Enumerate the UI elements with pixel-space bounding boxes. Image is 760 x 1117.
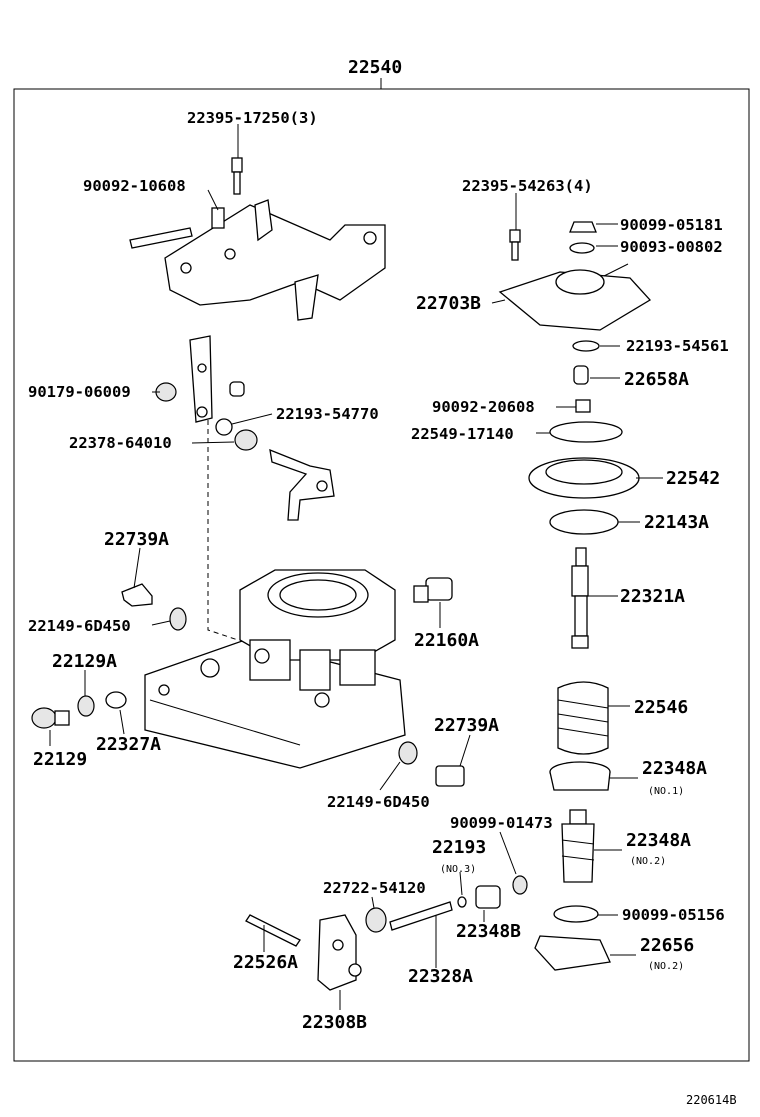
shaft-spring-drawing: [534, 547, 611, 971]
label-22321A: 22321A: [620, 586, 685, 607]
label-22149-6D450-lower: 22149-6D450: [327, 793, 430, 811]
label-22129: 22129: [33, 749, 87, 770]
label-22703B: 22703B: [416, 293, 481, 314]
label-22348B: 22348B: [456, 921, 521, 942]
label-22193-54561: 22193-54561: [626, 337, 729, 355]
label-90092-20608: 90092-20608: [432, 398, 535, 416]
label-22160A: 22160A: [414, 630, 479, 651]
center-small-parts-drawing: [398, 577, 465, 787]
label-22395-54263: 22395-54263(4): [462, 177, 593, 195]
label-90099-05156: 90099-05156: [622, 906, 725, 924]
linkage-lever-drawing: [155, 335, 335, 521]
label-22739A-lower: 22739A: [434, 715, 499, 736]
label-22308B: 22308B: [302, 1012, 367, 1033]
note-no2-22656: (NO.2): [648, 961, 684, 972]
label-22542: 22542: [666, 468, 720, 489]
label-22149-6D450-upper: 22149-6D450: [28, 617, 131, 635]
label-90179-06009: 90179-06009: [28, 383, 131, 401]
note-no1: (NO.1): [648, 786, 684, 797]
label-22549-17140: 22549-17140: [411, 425, 514, 443]
assembly-dashed-line: [207, 420, 239, 641]
throttle-bracket-drawing: [129, 157, 386, 321]
label-90092-10608: 90092-10608: [83, 177, 186, 195]
label-22328A: 22328A: [408, 966, 473, 987]
label-22193: 22193: [432, 837, 486, 858]
note-no3: (NO.3): [440, 864, 476, 875]
note-no2-22348A: (NO.2): [630, 856, 666, 867]
label-22193-54770: 22193-54770: [276, 405, 379, 423]
label-22348A-no1: 22348A: [642, 758, 707, 779]
label-22546: 22546: [634, 697, 688, 718]
label-22143A: 22143A: [644, 512, 709, 533]
label-22658A: 22658A: [624, 369, 689, 390]
label-90099-01473: 90099-01473: [450, 814, 553, 832]
label-22129A: 22129A: [52, 651, 117, 672]
diaphragm-stack-drawing: [498, 221, 652, 535]
figure-code: 220614B: [686, 1093, 737, 1107]
bottom-parts-drawing: [245, 875, 528, 991]
label-22378-64010: 22378-64010: [69, 434, 172, 452]
leader-lines: [49, 124, 663, 1010]
assembly-frame: [13, 88, 750, 1062]
label-90099-05181: 90099-05181: [620, 216, 723, 234]
left-small-parts-drawing: [31, 583, 187, 729]
label-22327A: 22327A: [96, 734, 161, 755]
label-22395-17250: 22395-17250(3): [187, 109, 318, 127]
label-90093-00802: 90093-00802: [620, 238, 723, 256]
label-22656: 22656: [640, 935, 694, 956]
carburetor-body-drawing: [144, 569, 406, 769]
label-22739A-upper: 22739A: [104, 529, 169, 550]
assembly-number: 22540: [348, 57, 402, 78]
label-22526A: 22526A: [233, 952, 298, 973]
label-22348A-no2: 22348A: [626, 830, 691, 851]
label-22722-54120: 22722-54120: [323, 879, 426, 897]
